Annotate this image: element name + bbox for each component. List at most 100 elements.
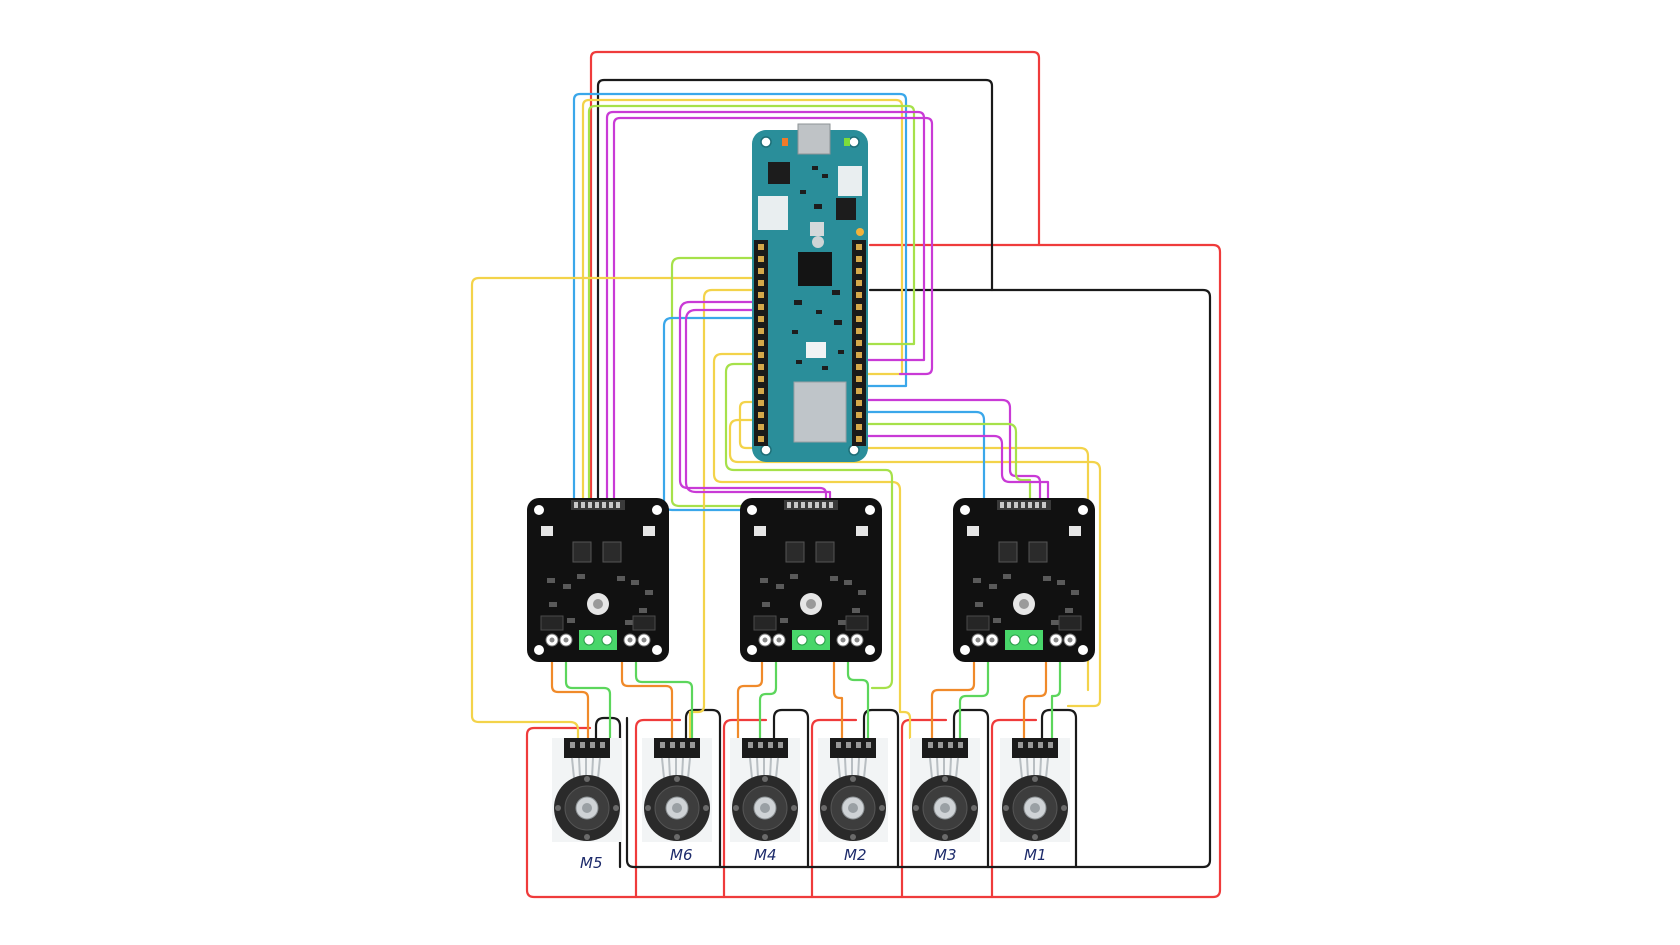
motor-screw xyxy=(1032,776,1038,782)
motor-ribbon xyxy=(929,757,933,779)
terminal-screw xyxy=(563,637,569,643)
header-pin xyxy=(602,502,606,508)
terminal-screw xyxy=(796,634,808,646)
header-pin xyxy=(1007,502,1011,508)
connector-pin xyxy=(1028,742,1033,748)
capacitor-top xyxy=(806,599,816,609)
motor-screw xyxy=(821,805,827,811)
driver-chip xyxy=(998,541,1018,563)
chip-white-right xyxy=(838,166,862,196)
wire-magenta-middle-driver-b xyxy=(684,308,832,502)
mount-hole xyxy=(1078,645,1088,655)
driver-chip xyxy=(1028,541,1048,563)
wire-green-m3 xyxy=(958,638,990,740)
motor-ribbon xyxy=(591,757,594,779)
terminal-screw xyxy=(989,637,995,643)
motor-m2: M2 xyxy=(818,738,888,864)
terminal-screw xyxy=(627,637,633,643)
chip-white-left xyxy=(758,196,788,230)
chip xyxy=(836,198,856,220)
motor-label: M2 xyxy=(844,846,867,864)
terminal-screw xyxy=(776,637,782,643)
motor-connector xyxy=(1012,738,1058,758)
connector-pin xyxy=(748,742,753,748)
smd-component xyxy=(1003,574,1011,579)
header-pin xyxy=(588,502,592,508)
smd-component xyxy=(617,576,625,581)
chip xyxy=(768,162,790,184)
connector-pin xyxy=(836,742,841,748)
connector-pin xyxy=(948,742,953,748)
driver-led xyxy=(967,526,979,536)
header-pin xyxy=(794,502,798,508)
connector-pin xyxy=(590,742,595,748)
motor-screw xyxy=(942,834,948,840)
driver-chip-small xyxy=(632,615,656,631)
wire-lime-m2-signal xyxy=(724,362,894,690)
smd-component xyxy=(1057,580,1065,585)
motor-ribbon xyxy=(949,757,952,779)
wire-green-m1 xyxy=(1050,638,1062,740)
motor-screw xyxy=(1032,834,1038,840)
motor-screw xyxy=(850,834,856,840)
led-orange xyxy=(782,138,788,146)
motor-shaft-center xyxy=(672,803,682,813)
driver-chip-small xyxy=(845,615,869,631)
motor-ribbon xyxy=(844,757,847,779)
motor-ribbon xyxy=(769,757,772,779)
wire-ground-right xyxy=(625,288,1212,869)
driver-chip-small xyxy=(1058,615,1082,631)
terminal-screw xyxy=(762,637,768,643)
smd-component xyxy=(776,584,784,589)
smd-component xyxy=(549,602,557,607)
wifi-module xyxy=(793,381,847,443)
chip-small xyxy=(806,342,826,358)
terminal-screw xyxy=(840,637,846,643)
motor-driver-right xyxy=(953,498,1095,662)
connector-pin xyxy=(958,742,963,748)
connector-pin xyxy=(680,742,685,748)
motor-label: M3 xyxy=(934,846,957,864)
motor-shaft-center xyxy=(848,803,858,813)
motor-m5: M5 xyxy=(552,738,622,872)
smd-component xyxy=(645,590,653,595)
smd-component xyxy=(567,618,575,623)
arduino-board xyxy=(752,123,868,462)
smd-component xyxy=(762,602,770,607)
smd-component xyxy=(563,584,571,589)
smd-component xyxy=(1071,590,1079,595)
motor-screw xyxy=(1061,805,1067,811)
motor-screw xyxy=(1003,805,1009,811)
motor-driver-middle xyxy=(740,498,882,662)
motor-connector xyxy=(654,738,700,758)
motor-ribbon xyxy=(661,757,665,779)
led-yellow xyxy=(856,228,864,236)
smd-component xyxy=(838,620,846,625)
motor-screw xyxy=(762,834,768,840)
motor-connector xyxy=(564,738,610,758)
terminal-screw xyxy=(1009,634,1021,646)
motor-ribbon xyxy=(597,757,601,779)
wire-yellow-m3-signal xyxy=(728,418,1102,708)
motor-label: M6 xyxy=(670,846,693,864)
motor-label: M1 xyxy=(1024,846,1047,864)
mount-hole xyxy=(534,505,544,515)
motor-ribbon xyxy=(1019,757,1023,779)
motor-m6: M6 xyxy=(642,738,712,864)
motor-shaft-center xyxy=(1030,803,1040,813)
wire-power-bottom-m2 xyxy=(810,718,858,899)
motor-screw xyxy=(674,834,680,840)
wire-orange-m1 xyxy=(1022,638,1048,740)
connector-pin xyxy=(928,742,933,748)
wire-ground-m1 xyxy=(1040,708,1078,869)
motor-ribbon xyxy=(756,757,759,779)
header-pin xyxy=(1000,502,1004,508)
connector-pin xyxy=(690,742,695,748)
mount-hole xyxy=(1078,505,1088,515)
mount-hole xyxy=(747,505,757,515)
motor-screw xyxy=(762,776,768,782)
connector-pin xyxy=(670,742,675,748)
connector-pin xyxy=(600,742,605,748)
